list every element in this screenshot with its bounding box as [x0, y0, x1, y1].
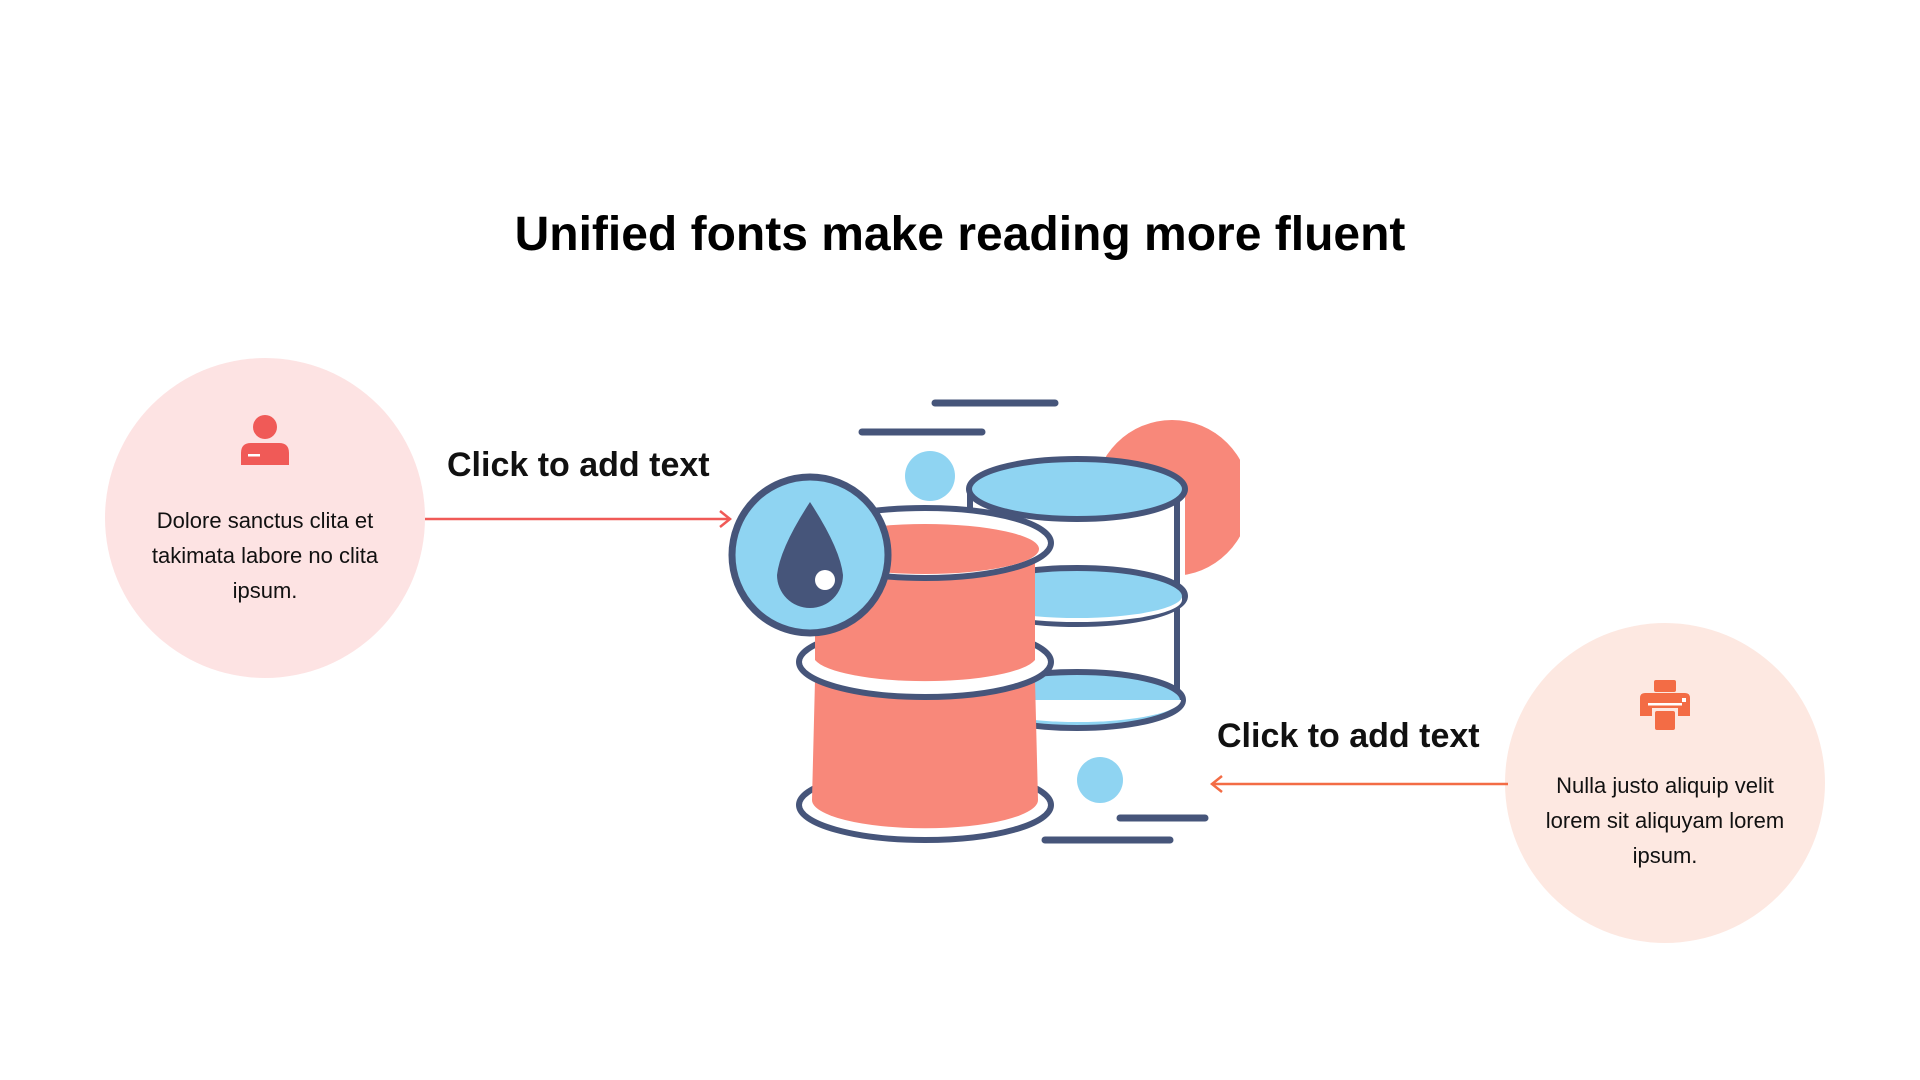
left-connector-arrow [425, 510, 733, 528]
left-info-text: Dolore sanctus clita et takimata labore … [151, 508, 379, 603]
user-icon [105, 413, 425, 472]
oil-drop-badge [728, 473, 892, 637]
right-info-text: Nulla justo aliquip velit lorem sit aliq… [1545, 773, 1785, 868]
right-connector-arrow [1209, 775, 1508, 793]
printer-icon [1505, 678, 1825, 737]
oil-barrels-icon [728, 399, 1240, 844]
right-info-circle: Nulla justo aliquip velit lorem sit aliq… [1505, 623, 1825, 943]
left-info-circle: Dolore sanctus clita et takimata labore … [105, 358, 425, 678]
left-click-label[interactable]: Click to add text [447, 446, 710, 484]
slide-title: Unified fonts make reading more fluent [514, 208, 1406, 261]
right-click-label[interactable]: Click to add text [1217, 717, 1480, 755]
